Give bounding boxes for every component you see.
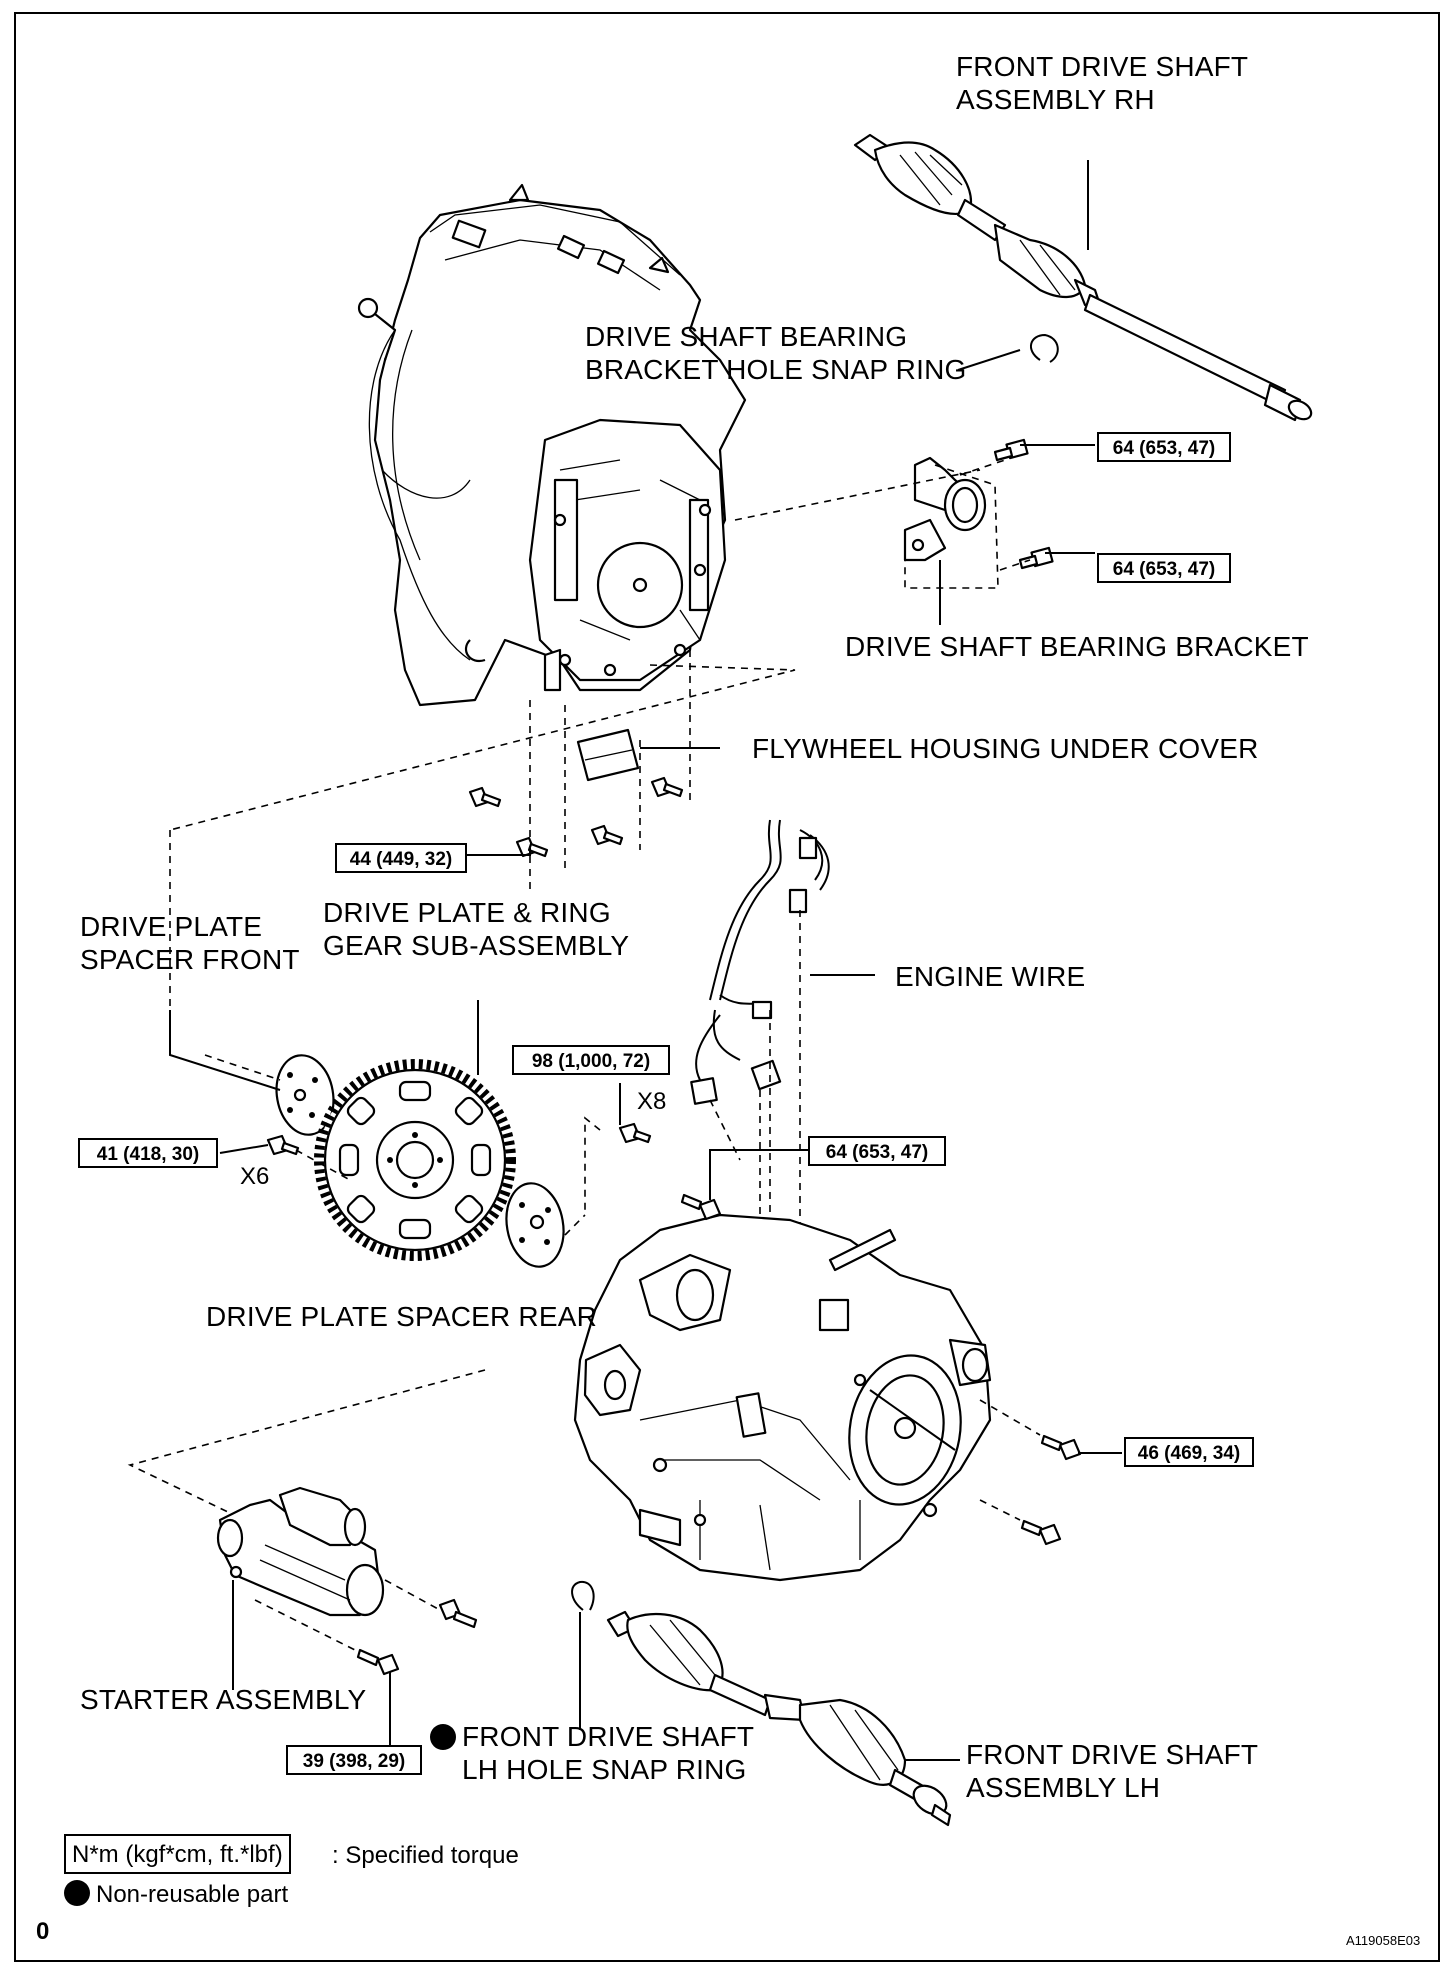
- label-front-drive-shaft-lh: FRONT DRIVE SHAFT ASSEMBLY LH: [966, 1738, 1258, 1804]
- flywheel-cover-part: [576, 728, 640, 782]
- transaxle-bolt-right-lower: [1020, 1519, 1062, 1546]
- page-frame: [14, 12, 1440, 1962]
- label-line: DRIVE PLATE: [80, 911, 263, 942]
- torque-drive-plate-bolts: 41 (418, 30): [78, 1138, 218, 1168]
- label-line: ASSEMBLY LH: [966, 1772, 1161, 1803]
- drive-plate-bolt: [266, 1134, 300, 1156]
- cover-bolts: [468, 776, 684, 858]
- non-reusable-dot-icon: [430, 1724, 456, 1750]
- starter-bolt-2: [356, 1648, 400, 1676]
- torque-ring-gear-bolts: 98 (1,000, 72): [512, 1045, 670, 1075]
- starter-dash-1: [384, 1579, 441, 1611]
- torque-starter-bolt: 39 (398, 29): [286, 1745, 422, 1775]
- starter-dash-2: [254, 1599, 356, 1651]
- spacer-rear-dash: [564, 1214, 586, 1236]
- engine-block: [357, 183, 747, 707]
- ring-gear-bolt: [618, 1122, 652, 1144]
- bracket-bolt-upper: [993, 438, 1029, 462]
- label-leaders: [219, 160, 1122, 1761]
- torque-transaxle-right: 46 (469, 34): [1124, 1437, 1254, 1467]
- assembly-dashed-lines-top: [169, 459, 1031, 1010]
- label-line: SPACER FRONT: [80, 944, 300, 975]
- label-line: BRACKET HOLE SNAP RING: [585, 354, 967, 385]
- non-reusable-dot-icon: [64, 1880, 90, 1906]
- transaxle-bolt-upper: [680, 1193, 722, 1221]
- bolt-x8-dash: [584, 1116, 601, 1215]
- bracket-bolt-lower: [1018, 546, 1054, 570]
- rh-snap-ring-part: [1030, 333, 1059, 363]
- front-drive-shaft-lh: [606, 1610, 952, 1827]
- starter-dash-main: [127, 1369, 486, 1526]
- label-line: LH HOLE SNAP RING: [462, 1754, 747, 1785]
- lh-snap-ring-part: [571, 1580, 595, 1611]
- transaxle-dash-2: [979, 1499, 1021, 1521]
- front-drive-shaft-rh: [853, 133, 1313, 422]
- drive-plate-spacer-front-part: [275, 1054, 335, 1136]
- label-front-drive-shaft-rh: FRONT DRIVE SHAFT ASSEMBLY RH: [956, 50, 1248, 116]
- torque-bracket-upper: 64 (653, 47): [1097, 432, 1231, 462]
- label-bearing-bracket: DRIVE SHAFT BEARING BRACKET: [845, 631, 1309, 662]
- torque-cover-bolt: 44 (449, 32): [335, 843, 467, 873]
- label-drive-plate-ring-gear: DRIVE PLATE & RING GEAR SUB-ASSEMBLY: [323, 896, 629, 962]
- legend-torque-units: N*m (kgf*cm, ft.*lbf): [64, 1834, 291, 1874]
- drive-plate-ring-gear-part: [314, 1059, 516, 1261]
- figure-code: A119058E03: [1346, 1933, 1421, 1948]
- legend-non-reusable-text: Non-reusable part: [96, 1881, 289, 1908]
- label-starter-assembly: STARTER ASSEMBLY: [80, 1684, 367, 1715]
- spacer-front-leader: [169, 1010, 281, 1091]
- label-line: FRONT DRIVE SHAFT: [966, 1739, 1259, 1770]
- starter-bolt-1: [438, 1598, 478, 1629]
- page-marker: 0: [36, 1918, 50, 1945]
- label-line: ASSEMBLY RH: [956, 84, 1155, 115]
- legend-non-reusable: Non-reusable part: [64, 1880, 288, 1909]
- label-line: FRONT DRIVE SHAFT: [956, 51, 1249, 82]
- drive-plate-spacer-rear-part: [505, 1182, 565, 1268]
- label-line: FRONT DRIVE SHAFT: [430, 1720, 754, 1753]
- transaxle-dash-1: [979, 1399, 1041, 1436]
- label-bracket-snap-ring: DRIVE SHAFT BEARING BRACKET HOLE SNAP RI…: [585, 320, 966, 386]
- legend-torque-desc: : Specified torque: [332, 1842, 519, 1869]
- multiplier-ring-gear-bolts: X8: [637, 1088, 667, 1115]
- starter-assembly-part: [216, 1486, 385, 1617]
- label-flywheel-cover: FLYWHEEL HOUSING UNDER COVER: [752, 733, 1259, 764]
- transaxle-bolt-right-upper: [1040, 1434, 1082, 1461]
- label-drive-plate-spacer-rear: DRIVE PLATE SPACER REAR: [206, 1301, 597, 1332]
- label-engine-wire: ENGINE WIRE: [895, 961, 1086, 992]
- label-line: DRIVE PLATE & RING: [323, 897, 611, 928]
- label-line: GEAR SUB-ASSEMBLY: [323, 930, 630, 961]
- spacer-front-dash: [204, 1054, 281, 1081]
- bearing-bracket-part: [903, 456, 987, 562]
- torque-bracket-lower: 64 (653, 47): [1097, 553, 1231, 583]
- transaxle-body: [573, 1213, 992, 1582]
- torque-transaxle-upper: 64 (653, 47): [808, 1136, 946, 1166]
- label-text: FRONT DRIVE SHAFT: [462, 1721, 755, 1752]
- label-lh-snap-ring: FRONT DRIVE SHAFT LH HOLE SNAP RING: [430, 1720, 754, 1786]
- engine-wire-part: [690, 819, 830, 1300]
- label-line: DRIVE SHAFT BEARING: [585, 321, 908, 352]
- label-drive-plate-spacer-front: DRIVE PLATE SPACER FRONT: [80, 910, 300, 976]
- bolt-x6-dash: [295, 1149, 351, 1181]
- multiplier-drive-plate-bolts: X6: [240, 1163, 270, 1190]
